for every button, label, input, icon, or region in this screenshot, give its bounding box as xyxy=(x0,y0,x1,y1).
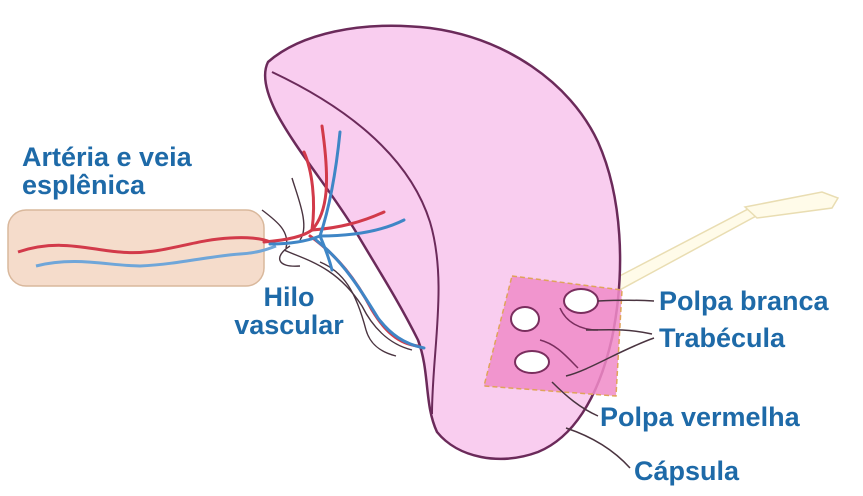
white-pulp-1 xyxy=(564,289,598,313)
label-artery-vein: Artéria e veia esplênica xyxy=(22,143,192,200)
label-hilo-line2: vascular xyxy=(213,311,365,339)
splenic-vessel-tube xyxy=(8,210,276,286)
white-pulp-3 xyxy=(515,351,549,373)
label-hilo-line1: Hilo xyxy=(213,283,365,311)
label-polpa-branca: Polpa branca xyxy=(659,287,829,315)
label-artery-vein-line2: esplênica xyxy=(22,171,192,199)
white-pulp-2 xyxy=(511,307,539,331)
label-hilo-vascular: Hilo vascular xyxy=(213,283,365,340)
label-artery-vein-line1: Artéria e veia xyxy=(22,143,192,171)
label-polpa-vermelha: Polpa vermelha xyxy=(600,403,800,431)
label-capsula: Cápsula xyxy=(634,457,739,485)
label-trabecula: Trabécula xyxy=(659,324,785,352)
scalpel xyxy=(608,192,838,292)
